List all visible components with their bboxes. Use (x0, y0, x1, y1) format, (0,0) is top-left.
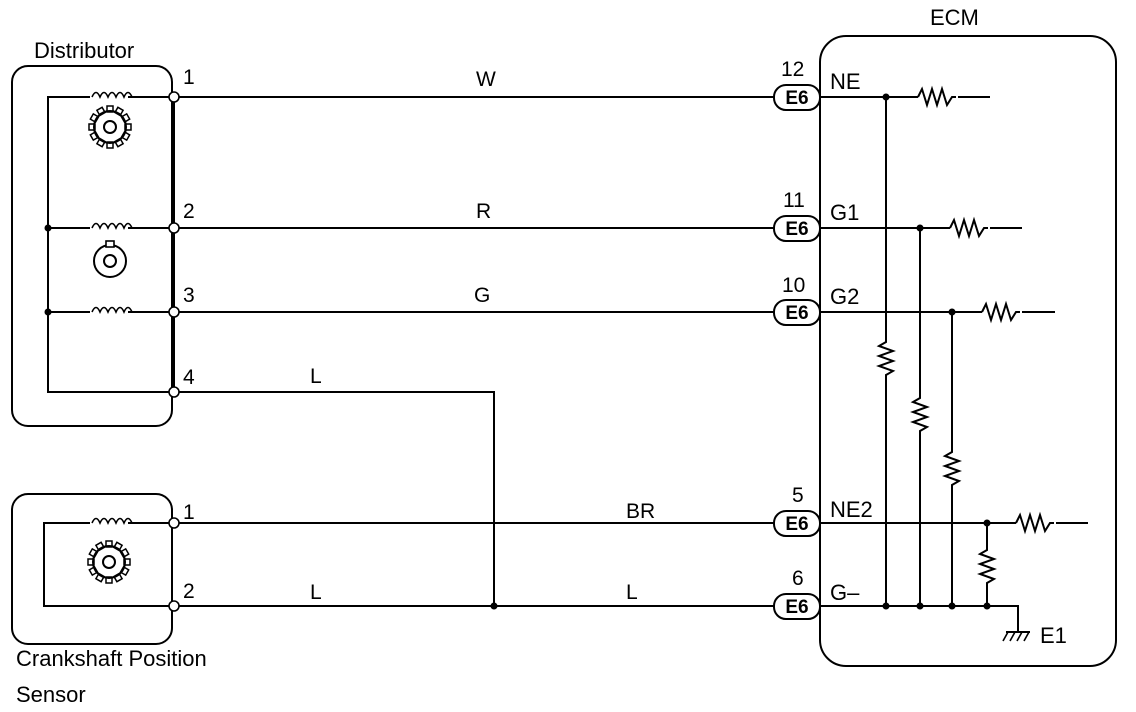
ecm-block: ECM 12 E6 NE 11 E6 G1 10 E6 G2 5 E6 NE2 (773, 5, 1117, 667)
crank-sensor-terminal-1 (168, 517, 180, 529)
pickup-coil-icon (90, 221, 133, 235)
wire-color-label: L (310, 581, 322, 604)
wire-color-label: L (626, 581, 638, 604)
pickup-coil-icon (90, 90, 133, 104)
ecm-pin-5: 5 E6 NE2 (773, 484, 873, 537)
junction-dot (44, 308, 52, 316)
connector-code: E6 (785, 597, 808, 618)
pickup-coil-icon (90, 516, 133, 530)
connector-code: E6 (785, 303, 808, 324)
crank-rotor-gear-icon (87, 540, 131, 584)
crank-sensor-title: Sensor (16, 682, 86, 707)
signal-name: G2 (830, 284, 859, 309)
distributor-terminal-1 (168, 91, 180, 103)
ground-icon (1002, 631, 1030, 642)
connector-code: E6 (785, 88, 808, 109)
ecm-pin-6: 6 E6 G– (773, 567, 860, 620)
signal-name: NE2 (830, 497, 873, 522)
resistor-icon (1015, 511, 1054, 535)
pin-number: 10 (782, 274, 805, 297)
crank-sensor-block: 1 2 Crankshaft Position Sensor (11, 493, 207, 707)
distributor-block: Distributor (11, 38, 195, 427)
distributor-terminal-label: 4 (183, 366, 195, 389)
ground-label: E1 (1040, 623, 1067, 648)
ecm-title: ECM (930, 5, 979, 30)
crank-sensor-terminal-label: 2 (183, 580, 195, 603)
resistor-icon (942, 312, 962, 606)
distributor-title: Distributor (34, 38, 134, 63)
harness-wires: W R G L BR L L (179, 68, 774, 610)
ecm-pin-12: 12 E6 NE (773, 58, 861, 111)
resistor-icon (949, 216, 988, 240)
resistor-icon (876, 97, 896, 606)
distributor-housing (11, 65, 173, 427)
pin-number: 5 (792, 484, 804, 507)
resistor-icon (981, 300, 1020, 324)
crank-sensor-housing (11, 493, 173, 645)
ecm-pin-10: 10 E6 G2 (773, 274, 859, 326)
crank-sensor-terminal-label: 1 (183, 501, 195, 524)
resistor-icon (917, 85, 956, 109)
distributor-terminal-label: 3 (183, 284, 195, 307)
connector-code: E6 (785, 514, 808, 535)
signal-rotor-gear-icon (88, 105, 132, 149)
signal-name: G– (830, 580, 860, 605)
distributor-terminal-2 (168, 222, 180, 234)
wire-color-label: R (476, 200, 491, 223)
connector-code: E6 (785, 219, 808, 240)
crank-sensor-title: Crankshaft Position (16, 646, 207, 671)
junction-dot (490, 602, 498, 610)
signal-name: G1 (830, 200, 859, 225)
ecm-internal-circuit: E1 (820, 85, 1088, 648)
junction-dot (44, 224, 52, 232)
ecm-housing (819, 35, 1117, 667)
wire-color-label: BR (626, 500, 655, 523)
distributor-terminal-label: 2 (183, 200, 195, 223)
crank-sensor-terminal-2 (168, 600, 180, 612)
pin-number: 11 (783, 189, 805, 212)
wire-4 (179, 391, 495, 606)
wire-color-label: L (310, 365, 322, 388)
pin-number: 6 (792, 567, 804, 590)
wire-color-label: G (474, 284, 490, 307)
crank-sensor-inner-wiring (43, 522, 174, 607)
distributor-terminal-3 (168, 306, 180, 318)
pickup-coil-icon (90, 305, 133, 319)
distributor-terminal-4 (168, 386, 180, 398)
signal-name: NE (830, 69, 861, 94)
resistor-icon (977, 523, 997, 606)
distributor-terminal-label: 1 (183, 66, 195, 89)
single-tooth-rotor-icon (93, 240, 127, 278)
ecm-pin-11: 11 E6 G1 (773, 189, 859, 242)
pin-number: 12 (781, 58, 804, 81)
resistor-icon (910, 228, 930, 606)
wire-color-label: W (476, 68, 496, 91)
